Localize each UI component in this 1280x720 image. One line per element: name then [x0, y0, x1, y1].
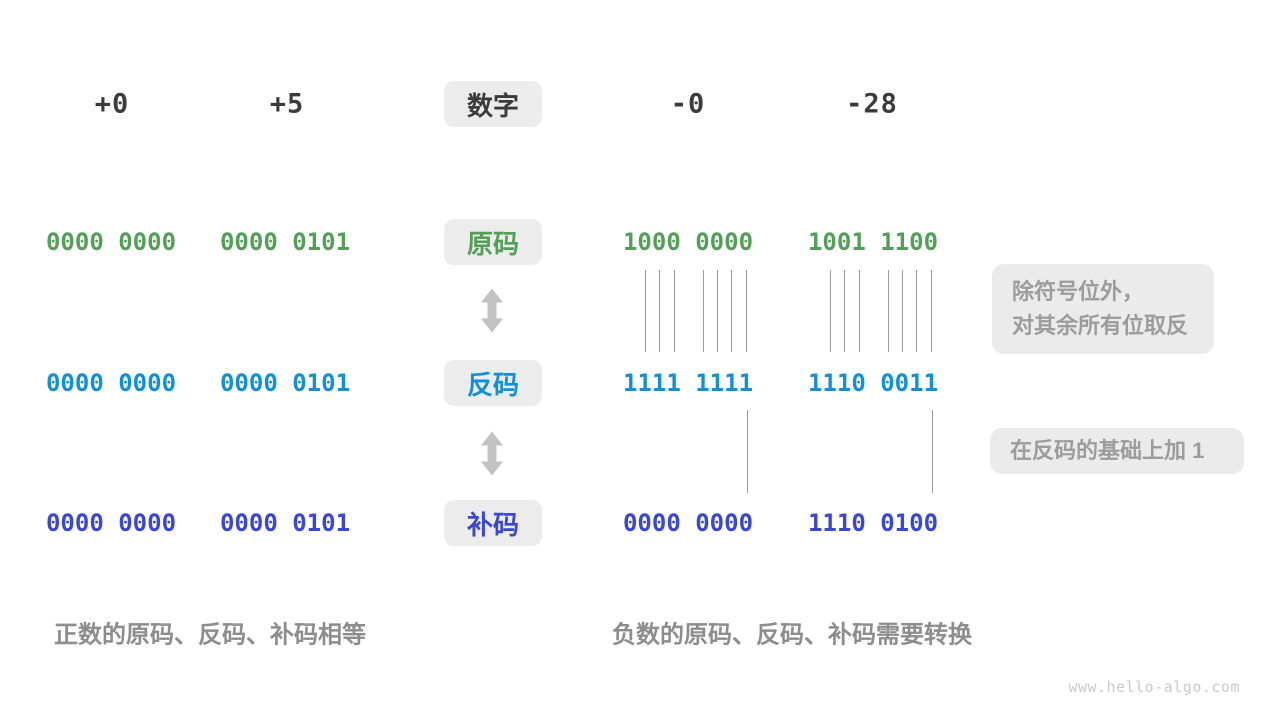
bit-mapping-line — [931, 270, 932, 352]
twos-complement-bits-neg-28: 1110 0100 — [807, 509, 939, 537]
bit-mapping-line — [830, 270, 831, 352]
bit-mapping-line — [916, 270, 917, 352]
updown-arrow-icon — [481, 288, 503, 338]
caption-negative-numbers: 负数的原码、反码、补码需要转换 — [612, 621, 972, 649]
ones-complement-bits-neg-28: 1110 0011 — [807, 369, 939, 397]
number-label-chip: 数字 — [444, 81, 542, 127]
header-number-neg-28: -28 — [846, 88, 898, 120]
twos-complement-bits-pos-zero: 0000 0000 — [45, 509, 177, 537]
twos-complement-chip: 补码 — [444, 500, 542, 546]
bit-mapping-line — [645, 270, 646, 352]
annotation-add-one-note: 在反码的基础上加 1 — [990, 428, 1244, 474]
bit-mapping-line — [902, 270, 903, 352]
header-number-neg-zero: -0 — [670, 88, 706, 120]
ones-complement-bits-pos-five: 0000 0101 — [219, 369, 351, 397]
bit-mapping-line — [674, 270, 675, 352]
bit-mapping-line — [844, 270, 845, 352]
add-one-line — [932, 410, 933, 493]
bit-mapping-line — [659, 270, 660, 352]
sign-magnitude-chip: 原码 — [444, 219, 542, 265]
sign-magnitude-bits-pos-five: 0000 0101 — [219, 228, 351, 256]
header-number-pos-five: +5 — [269, 88, 305, 120]
watermark-url: www.hello-algo.com — [1068, 678, 1240, 696]
bit-mapping-line — [731, 270, 732, 352]
annotation-add-one-text: 在反码的基础上加 1 — [1010, 438, 1205, 463]
bit-mapping-line — [717, 270, 718, 352]
sign-magnitude-bits-pos-zero: 0000 0000 — [45, 228, 177, 256]
twos-complement-bits-neg-zero: 0000 0000 — [622, 509, 754, 537]
add-one-line — [747, 410, 748, 493]
bit-mapping-line — [746, 270, 747, 352]
bit-mapping-line — [703, 270, 704, 352]
annotation-invert-line2: 对其余所有位取反 — [1012, 313, 1189, 338]
bit-mapping-line — [888, 270, 889, 352]
ones-complement-bits-neg-zero: 1111 1111 — [622, 369, 754, 397]
annotation-invert-line1: 除符号位外， — [1012, 279, 1145, 304]
header-number-pos-zero: +0 — [94, 88, 130, 120]
twos-complement-bits-pos-five: 0000 0101 — [219, 509, 351, 537]
annotation-invert-note: 除符号位外， 对其余所有位取反 — [992, 264, 1214, 354]
caption-positive-numbers: 正数的原码、反码、补码相等 — [54, 621, 366, 649]
bit-mapping-line — [859, 270, 860, 352]
sign-magnitude-bits-neg-28: 1001 1100 — [807, 228, 939, 256]
sign-magnitude-bits-neg-zero: 1000 0000 — [622, 228, 754, 256]
ones-complement-chip: 反码 — [444, 360, 542, 406]
ones-complement-bits-pos-zero: 0000 0000 — [45, 369, 177, 397]
updown-arrow-icon — [481, 431, 503, 481]
